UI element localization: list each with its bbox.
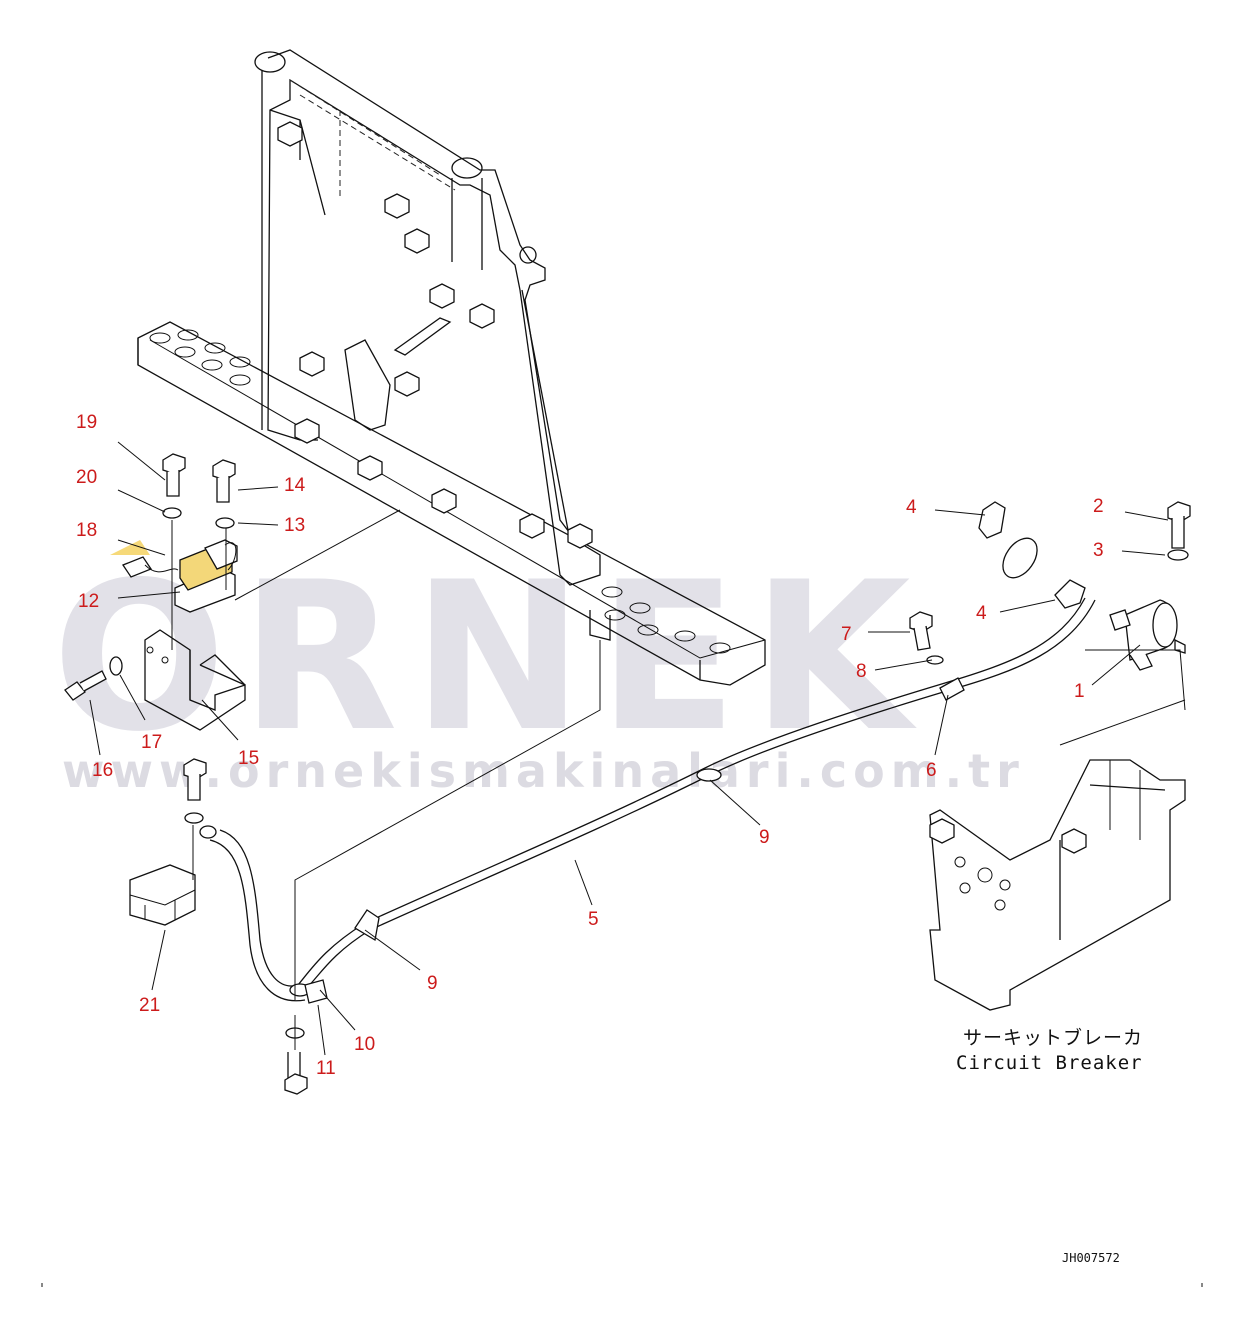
bolt-2-washer-3 (1167, 501, 1191, 561)
terminal-block-21 (129, 864, 196, 926)
callout-7: 7 (841, 624, 852, 645)
harness-5 (199, 597, 1096, 1004)
callout-11: 11 (316, 1058, 336, 1079)
bracket-15 (144, 629, 246, 731)
callout-12: 12 (78, 591, 99, 612)
callout-14: 14 (284, 475, 306, 496)
callout-19: 19 (76, 412, 97, 433)
breaker-caption: サーキットブレーカ Circuit Breaker (956, 1026, 1143, 1074)
ring-terminal-4 (978, 501, 1086, 609)
drawing-code: JH007572 (1062, 1251, 1120, 1265)
callout-20: 20 (76, 467, 97, 488)
callout-16: 16 (92, 760, 113, 781)
callout-10: 10 (354, 1034, 375, 1055)
watermark: ORNEK www.ornekismakinalari.com.tr (52, 539, 1025, 798)
corner-marks (41, 1283, 1203, 1287)
callout-17: 17 (141, 732, 162, 753)
assembly-lines (171, 509, 601, 1050)
caption-english: Circuit Breaker (956, 1052, 1143, 1074)
relay-12 (110, 539, 238, 613)
callout-3: 3 (1093, 540, 1104, 561)
frame-upright (254, 49, 601, 586)
breaker-bracket-frame (929, 649, 1186, 1011)
callout-15: 15 (238, 748, 259, 769)
watermark-url: www.ornekismakinalari.com.tr (62, 744, 1025, 798)
callout-21: 21 (139, 995, 160, 1016)
callout-4b: 4 (976, 603, 987, 624)
frame-bolt-blocks (277, 121, 593, 549)
left-fasteners (64, 453, 308, 1095)
callout-18: 18 (76, 520, 97, 541)
callout-2: 2 (1093, 496, 1104, 517)
callout-8: 8 (856, 661, 867, 682)
callout-9b: 9 (427, 973, 438, 994)
leader-lines (89, 441, 1169, 1056)
caption-japanese: サーキットブレーカ (963, 1026, 1143, 1049)
callout-5: 5 (588, 909, 599, 930)
circuit-breaker-1 (1109, 599, 1186, 671)
callout-1: 1 (1074, 681, 1085, 702)
bolt-7-washer-8 (909, 611, 944, 665)
callouts: 1 2 3 4 4 5 6 7 8 9 9 10 11 12 13 14 15 … (76, 412, 1104, 1079)
callout-4a: 4 (906, 497, 917, 518)
callout-13: 13 (284, 515, 305, 536)
frame-beam (137, 321, 766, 686)
callout-6: 6 (926, 760, 937, 781)
callout-9a: 9 (759, 827, 770, 848)
